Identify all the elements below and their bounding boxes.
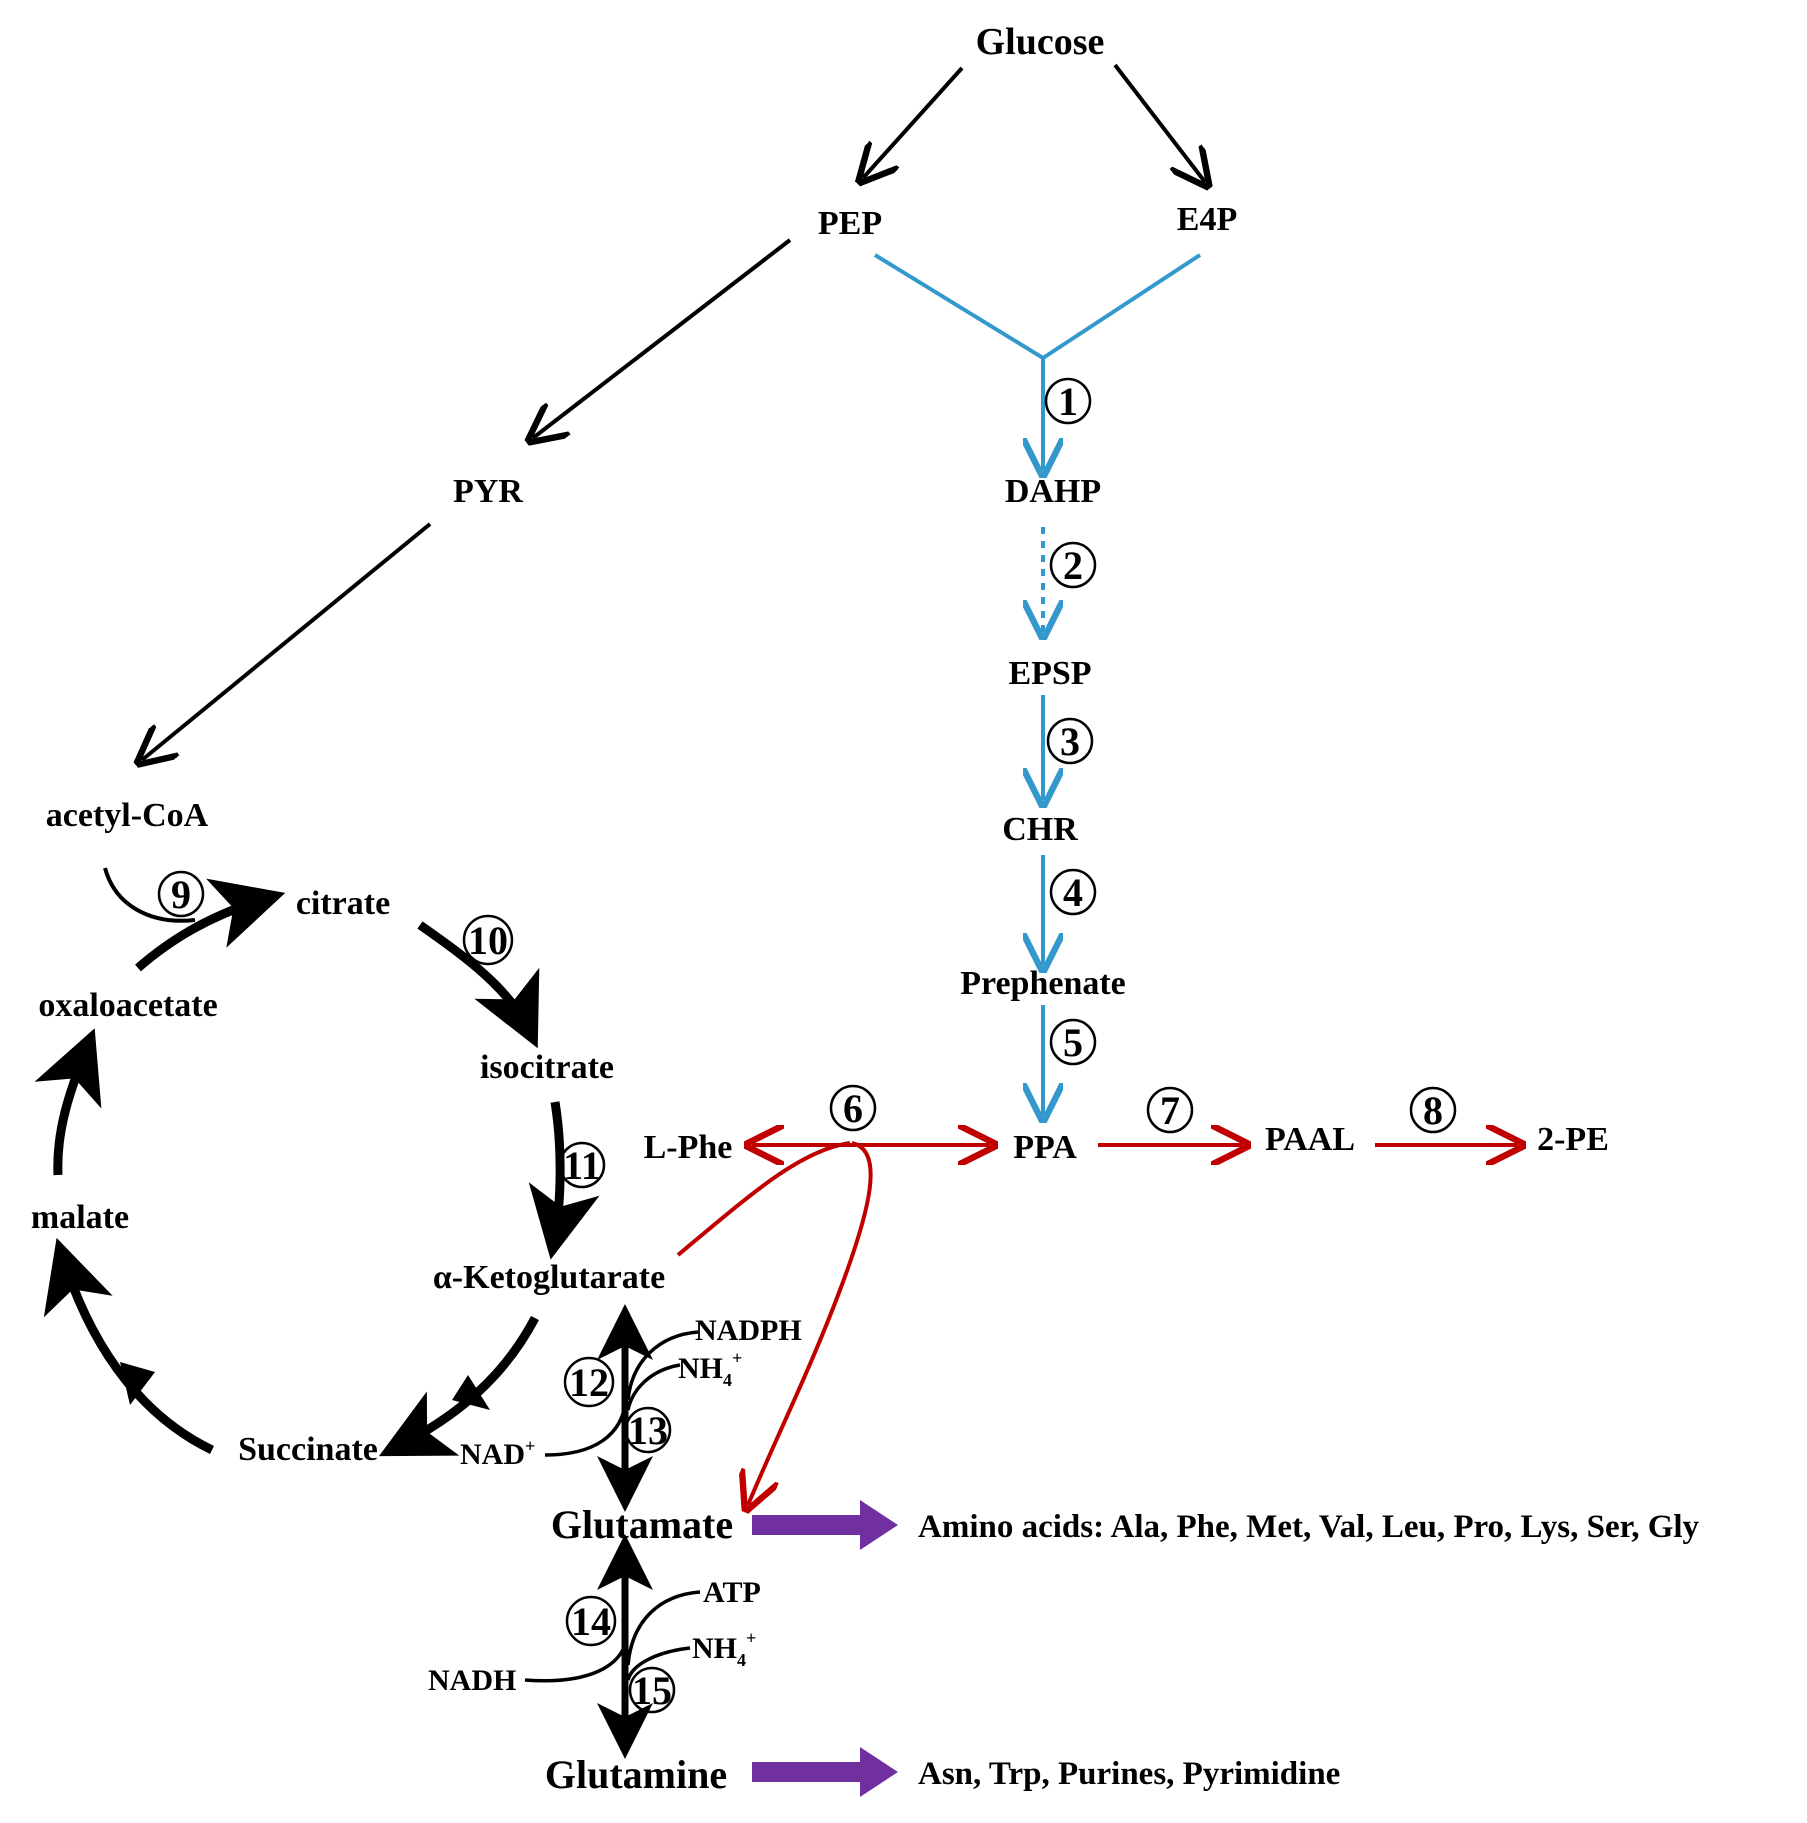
label-pep: PEP: [818, 205, 882, 242]
step-2-number: 2: [1063, 543, 1083, 588]
arrow-glucose-e4p: [1113, 63, 1205, 182]
label-citrate: citrate: [296, 885, 390, 922]
label-acetylcoa: acetyl-CoA: [46, 797, 209, 834]
step-14: 14: [565, 1595, 617, 1647]
step-7: 7: [1146, 1086, 1194, 1134]
step-3-number: 3: [1060, 719, 1080, 764]
step-15-number: 15: [632, 1668, 672, 1713]
step-13: 13: [624, 1406, 672, 1454]
cofactor-curve-nad: [544, 1399, 628, 1457]
label-akg: α-Ketoglutarate: [433, 1259, 665, 1296]
step-6-number: 6: [843, 1086, 863, 1131]
product-arrows: [752, 1500, 898, 1797]
purple-arrow-glutamate: [752, 1500, 898, 1550]
label-lphe: L-Phe: [644, 1129, 733, 1166]
step-11: 11: [558, 1141, 606, 1189]
label-2pe: 2-PE: [1537, 1121, 1609, 1158]
label-pyr: PYR: [453, 473, 523, 510]
arrow-akg-to-step6: [676, 1141, 851, 1257]
arrow-malate-to-oaa: [34, 1028, 102, 1176]
shikimate-arrows: [873, 253, 1202, 1115]
step-3: 3: [1046, 717, 1094, 765]
line-e4p-join: [1041, 253, 1202, 360]
cofactor-curve-nadph: [626, 1330, 699, 1401]
step-13-number: 13: [628, 1408, 668, 1453]
step-5: 5: [1049, 1018, 1097, 1066]
label-chr: CHR: [1002, 811, 1078, 848]
label-ppa: PPA: [1013, 1129, 1077, 1166]
label-nadph: NADPH: [695, 1314, 802, 1347]
step-8: 8: [1409, 1086, 1457, 1134]
nitrogen-arrows: [524, 1304, 701, 1759]
label-nh4-1: NH4+: [678, 1348, 742, 1390]
step-9: 9: [157, 870, 205, 918]
label-e4p: E4P: [1177, 201, 1237, 238]
label-paal: PAAL: [1265, 1121, 1355, 1158]
step-12: 12: [563, 1356, 615, 1408]
label-glutamine-products: Asn, Trp, Purines, Pyrimidine: [918, 1756, 1340, 1792]
arrow-succinate-to-malate: [43, 1237, 214, 1455]
step-markers: 1 2 3 4 5 6 7 8 9 10 11 12 13 14 15: [157, 377, 1457, 1714]
step-8-number: 8: [1423, 1088, 1443, 1133]
arrow-pep-pyr: [533, 238, 792, 438]
product-labels: Amino acids: Ala, Phe, Met, Val, Leu, Pr…: [918, 1509, 1700, 1792]
red-arrows: [676, 1141, 1518, 1505]
label-atp: ATP: [703, 1576, 761, 1609]
step-9-number: 9: [171, 872, 191, 917]
label-prephenate: Prephenate: [960, 965, 1126, 1002]
label-glutamate-products: Amino acids: Ala, Phe, Met, Val, Leu, Pr…: [918, 1509, 1700, 1545]
label-nadh: NADH: [428, 1664, 516, 1697]
arrow-oaa-to-citrate: [135, 878, 286, 972]
arrow-glucose-pep: [863, 66, 964, 178]
arrow-step6-to-glutamate: [748, 1141, 873, 1505]
label-nh4-2: NH4+: [692, 1628, 756, 1670]
step-15: 15: [628, 1666, 676, 1714]
step-4-number: 4: [1063, 870, 1083, 915]
label-glucose: Glucose: [976, 21, 1105, 63]
step-6: 6: [829, 1084, 877, 1132]
step-1-number: 1: [1058, 379, 1078, 424]
label-dahp: DAHP: [1005, 473, 1101, 510]
glycolysis-arrows: [142, 63, 1205, 760]
arrow-citrate-to-isocitrate: [417, 921, 540, 1049]
cofactor-curve-nh4-2: [626, 1646, 691, 1681]
step-14-number: 14: [571, 1599, 611, 1644]
arrowhead-mid-succinate-malate: [120, 1362, 155, 1405]
step-7-number: 7: [1160, 1088, 1180, 1133]
arrow-isocitrate-to-akg: [528, 1101, 600, 1260]
label-epsp: EPSP: [1008, 655, 1091, 692]
cofactor-curve-nh4-1: [626, 1363, 681, 1411]
step-10: 10: [462, 914, 514, 966]
label-malate: malate: [31, 1199, 129, 1236]
step-2: 2: [1049, 541, 1097, 589]
step-1: 1: [1044, 377, 1092, 425]
step-10-number: 10: [468, 918, 508, 963]
arrow-pyr-acetylcoa: [142, 522, 432, 760]
label-succinate: Succinate: [238, 1431, 378, 1468]
label-nad: NAD+: [460, 1436, 535, 1471]
arrowhead-mid-akg-succinate: [452, 1375, 490, 1410]
cofactor-curve-atp: [626, 1590, 701, 1666]
label-glutamine: Glutamine: [545, 1752, 727, 1797]
purple-arrow-glutamine: [752, 1747, 898, 1797]
cofactor-curve-nadh: [524, 1639, 628, 1683]
step-11-number: 11: [563, 1143, 601, 1188]
arrow-step9-acetylcoa: [103, 867, 196, 923]
line-pep-join: [873, 253, 1045, 360]
step-4: 4: [1049, 868, 1097, 916]
label-glutamate: Glutamate: [551, 1502, 733, 1547]
cofactor-labels: NADPH NH4+ NAD+ ATP NH4+ NADH: [428, 1314, 802, 1697]
metabolite-labels: Glucose PEP E4P PYR DAHP EPSP CHR Prephe…: [31, 21, 1609, 1797]
step-5-number: 5: [1063, 1020, 1083, 1065]
label-isocitrate: isocitrate: [480, 1049, 614, 1086]
label-oxaloacetate: oxaloacetate: [38, 987, 217, 1024]
step-12-number: 12: [569, 1360, 609, 1405]
